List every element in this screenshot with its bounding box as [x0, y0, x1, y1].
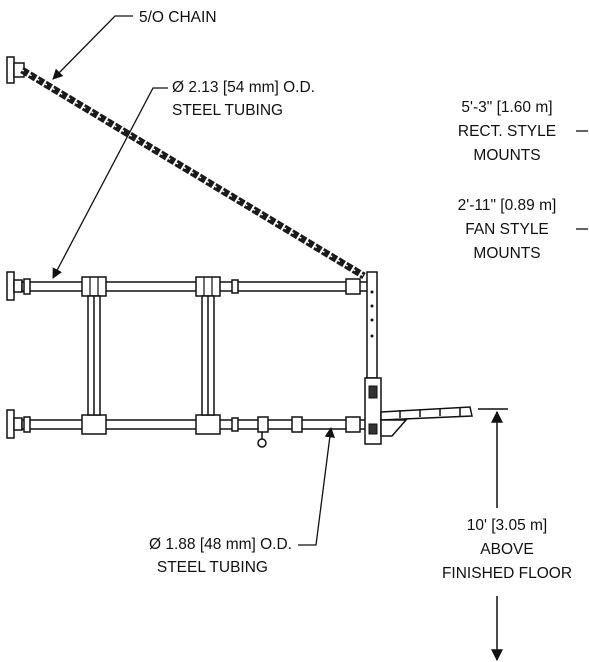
rect-mount-label-line1: 5'-3" [1.60 m]: [461, 99, 552, 116]
chain: [6, 56, 366, 279]
upper-tube-label-line2: STEEL TUBING: [172, 102, 283, 119]
rect-mount-label-line2: RECT. STYLE: [458, 123, 556, 140]
chain-label: 5/O CHAIN: [139, 9, 217, 26]
chain-wall-bracket: [6, 56, 25, 84]
upper-tube-assembly: [6, 271, 369, 301]
fan-mount-label-line1: 2'-11" [0.89 m]: [458, 197, 557, 214]
leader-lines: [52, 15, 588, 546]
upper-tube-leader: [52, 87, 168, 279]
mount-post: [364, 271, 382, 445]
lower-tube-hanger: [257, 432, 267, 448]
vertical-connectors: [87, 295, 215, 416]
lower-tube-leader: [298, 426, 335, 546]
fan-mount-arm: [380, 406, 473, 437]
lower-tube-label-line1: Ø 1.88 [48 mm] O.D.: [149, 536, 292, 553]
chain-leader: [52, 15, 133, 80]
height-label-line3: FINISHED FLOOR: [442, 565, 572, 582]
floor-dimension: [478, 408, 508, 662]
lower-tube: [21, 419, 369, 430]
height-label-line2: ABOVE: [480, 541, 533, 558]
upper-tube: [21, 281, 369, 292]
lower-wall-plate: [6, 409, 15, 439]
lower-tube-label-line2: STEEL TUBING: [157, 559, 268, 576]
height-label-line1: 10' [3.05 m]: [467, 517, 548, 534]
fan-mount-label-line3: MOUNTS: [473, 245, 540, 262]
upper-wall-plate: [6, 271, 15, 301]
lower-tube-assembly: [6, 409, 369, 448]
fan-mount-label-line2: FAN STYLE: [465, 221, 549, 238]
upper-tube-label-line1: Ø 2.13 [54 mm] O.D.: [172, 79, 315, 96]
rect-mount-label-line3: MOUNTS: [473, 147, 540, 164]
